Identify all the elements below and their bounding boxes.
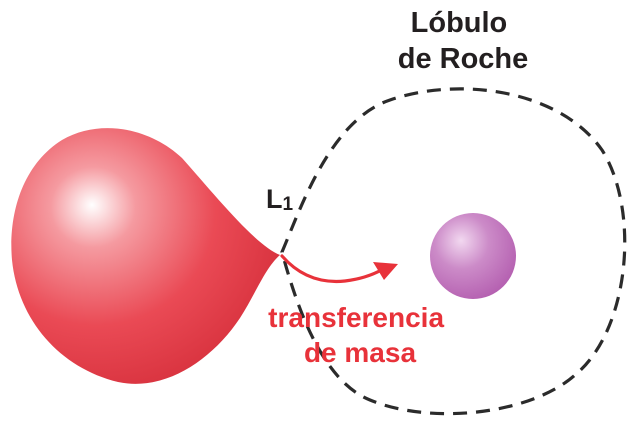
mass-transfer-label-line1: transferencia xyxy=(268,302,444,333)
roche-lobe-label: Lóbulo de Roche xyxy=(398,7,529,75)
lagrange-point-letter: L xyxy=(266,184,283,214)
mass-transfer-label: transferencia de masa xyxy=(268,302,452,368)
lagrange-point-subscript: 1 xyxy=(283,194,294,215)
mass-transfer-arrow xyxy=(280,254,387,284)
roche-lobe-label-line1: Lóbulo xyxy=(411,7,508,39)
accretor-star xyxy=(430,213,516,299)
roche-lobe-outline xyxy=(280,87,627,416)
roche-lobe-label-line2: de Roche xyxy=(398,43,529,75)
mass-transfer-arrowhead xyxy=(373,262,398,280)
donor-star xyxy=(11,128,280,384)
lagrange-point-label: L1 xyxy=(266,184,294,215)
mass-transfer-label-line2: de masa xyxy=(304,337,416,368)
